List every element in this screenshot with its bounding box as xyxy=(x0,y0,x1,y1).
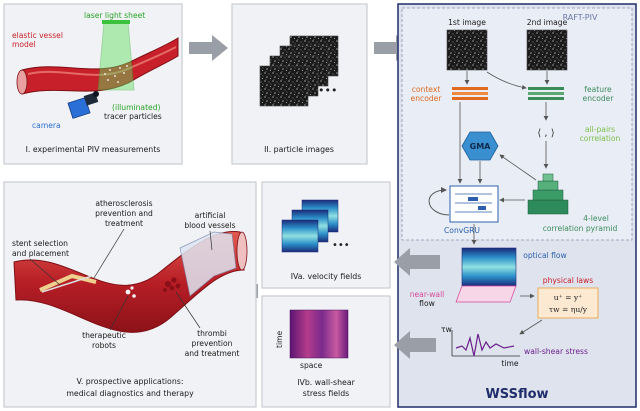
wssflow-time-label: time xyxy=(501,359,518,368)
feature-encoder xyxy=(528,87,564,100)
p4b-space-label: space xyxy=(300,361,323,370)
thrombi-label-line3: and treatment xyxy=(185,349,240,358)
panel-4b-caption-line2: stress fields xyxy=(303,389,349,398)
first-image-label: 1st image xyxy=(448,18,486,27)
physical-laws-label: physical laws xyxy=(543,276,594,285)
thrombi-label-line1: thrombi xyxy=(197,329,227,338)
context-label-line2: encoder xyxy=(411,94,443,103)
wssflow-title: WSSflow xyxy=(485,387,548,402)
p4b-time-label: time xyxy=(275,331,284,348)
tracer-particles xyxy=(104,65,128,83)
arrow-1-to-2 xyxy=(189,35,228,61)
elastic-vessel-model xyxy=(21,37,179,95)
panel-5-caption-line1: V. prospective applications: xyxy=(77,377,184,386)
athero-label-line1: atherosclerosis xyxy=(95,199,152,208)
thrombi-label-line2: prevention xyxy=(192,339,233,348)
near-wall-label-line1: near-wall xyxy=(410,290,445,299)
arrow-wssflow-to-4b xyxy=(394,331,436,359)
context-label-line1: context xyxy=(412,85,441,94)
tracer-label-line2: tracer particles xyxy=(104,112,162,121)
first-image xyxy=(446,29,488,71)
gma-block xyxy=(461,131,499,161)
optical-flow-label: optical flow xyxy=(523,251,567,260)
feature-label-line2: encoder xyxy=(583,94,615,103)
panel-wssflow: RAFT-PIV 1st image 2nd image context enc… xyxy=(397,3,637,408)
near-wall-label-line2: flow xyxy=(419,299,435,308)
corr-label-line1: all-pairs xyxy=(585,125,615,134)
panel-5-caption-line2: medical diagnostics and therapy xyxy=(66,389,194,398)
camera-icon xyxy=(67,91,99,119)
panel-4b-caption-line1: IVb. wall-shear xyxy=(297,378,355,387)
stent-label-line1: stent selection xyxy=(12,239,68,248)
panel-4a-caption: IVa. velocity fields xyxy=(291,272,362,281)
athero-label-line2: prevention and xyxy=(95,209,153,218)
stent-label-line2: and placement xyxy=(12,249,69,258)
laser-light-sheet xyxy=(97,21,135,91)
law-2: τw = ηu/y xyxy=(549,305,588,314)
wss-field-map xyxy=(289,309,349,359)
panel-piv-measurements: elastic vessel model laser light sheet c… xyxy=(3,3,183,165)
second-image-label: 2nd image xyxy=(527,18,568,27)
artificial-label-line2: blood vessels xyxy=(184,221,235,230)
optical-flow-field xyxy=(461,247,517,287)
svg-text:⟨ , ⟩: ⟨ , ⟩ xyxy=(537,128,554,139)
feature-label-line1: feature xyxy=(584,85,612,94)
panel-applications: atherosclerosis prevention and treatment… xyxy=(3,181,257,408)
convgru-block xyxy=(449,185,499,223)
raft-piv-title: RAFT-PIV xyxy=(563,13,598,22)
panel-particle-images: ••• II. particle images xyxy=(231,3,368,165)
svg-text:•••: ••• xyxy=(332,240,350,251)
tau-label: τw xyxy=(441,325,452,334)
wss-plot xyxy=(451,330,520,357)
robots-label-line2: robots xyxy=(92,341,116,350)
laser-label: laser light sheet xyxy=(84,11,145,20)
arrow-wssflow-to-4a xyxy=(394,248,440,276)
corr-label-line2: correlation xyxy=(580,134,621,143)
tracer-label-line1: (illuminated) xyxy=(112,103,161,112)
svg-text:•••: ••• xyxy=(318,84,337,97)
convgru-label: ConvGRU xyxy=(444,226,480,235)
panel-1-caption: I. experimental PIV measurements xyxy=(26,145,161,154)
panel-2-caption: II. particle images xyxy=(264,145,334,154)
physical-laws-box xyxy=(537,287,599,319)
context-encoder xyxy=(452,87,488,100)
thrombi xyxy=(163,277,181,292)
therapeutic-robots xyxy=(125,286,136,298)
correlation-pyramid xyxy=(527,173,569,215)
artificial-label-line1: artificial xyxy=(195,211,226,220)
pyramid-label-line1: 4-level xyxy=(583,214,609,223)
vessel-label-line1: elastic vessel xyxy=(12,31,63,40)
vessel-label-line2: model xyxy=(12,40,36,49)
athero-label-line3: treatment xyxy=(105,219,143,228)
law-1: u⁺ = y⁺ xyxy=(554,293,582,302)
panel-velocity-fields: ••• IVa. velocity fields xyxy=(261,181,391,289)
robots-label-line1: therapeutic xyxy=(82,331,126,340)
second-image xyxy=(526,29,568,71)
wss-label: wall-shear stress xyxy=(524,347,588,356)
pyramid-label-line2: correlation pyramid xyxy=(543,224,618,233)
camera-label: camera xyxy=(32,121,61,130)
gma-label: GMA xyxy=(470,142,492,151)
panel-wss-fields: time space IVb. wall-shear stress fields xyxy=(261,295,391,408)
